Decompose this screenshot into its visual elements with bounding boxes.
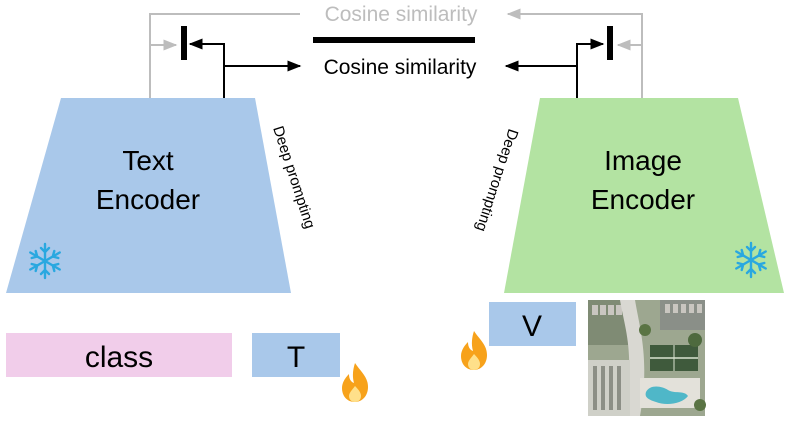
text-prompt-token: T (252, 333, 340, 377)
faded-similarity-connector (149, 8, 643, 98)
similarity-connector (188, 38, 605, 98)
similarity-label: Cosine similarity (324, 56, 477, 79)
class-token-label: class (85, 341, 153, 374)
fire-icon (342, 363, 368, 402)
aerial-input-image (588, 300, 706, 416)
fire-icon (461, 331, 487, 370)
visual-prompt-label: V (522, 310, 542, 343)
deep-prompting-label-right: Deep prompting (472, 127, 521, 234)
text-encoder-label-line1: Text (122, 145, 174, 176)
class-token: class (6, 333, 232, 377)
text-prompt-label: T (287, 341, 305, 374)
faded-similarity-label: Cosine similarity (325, 3, 478, 26)
deep-prompting-label-left: Deep prompting (269, 124, 318, 231)
text-encoder: Text Encoder (6, 98, 291, 293)
image-encoder: Image Encoder (504, 98, 784, 293)
image-encoder-label-line1: Image (604, 145, 682, 176)
text-encoder-label-line2: Encoder (96, 184, 200, 215)
visual-prompt-token: V (489, 302, 576, 346)
image-encoder-label-line2: Encoder (591, 184, 695, 215)
